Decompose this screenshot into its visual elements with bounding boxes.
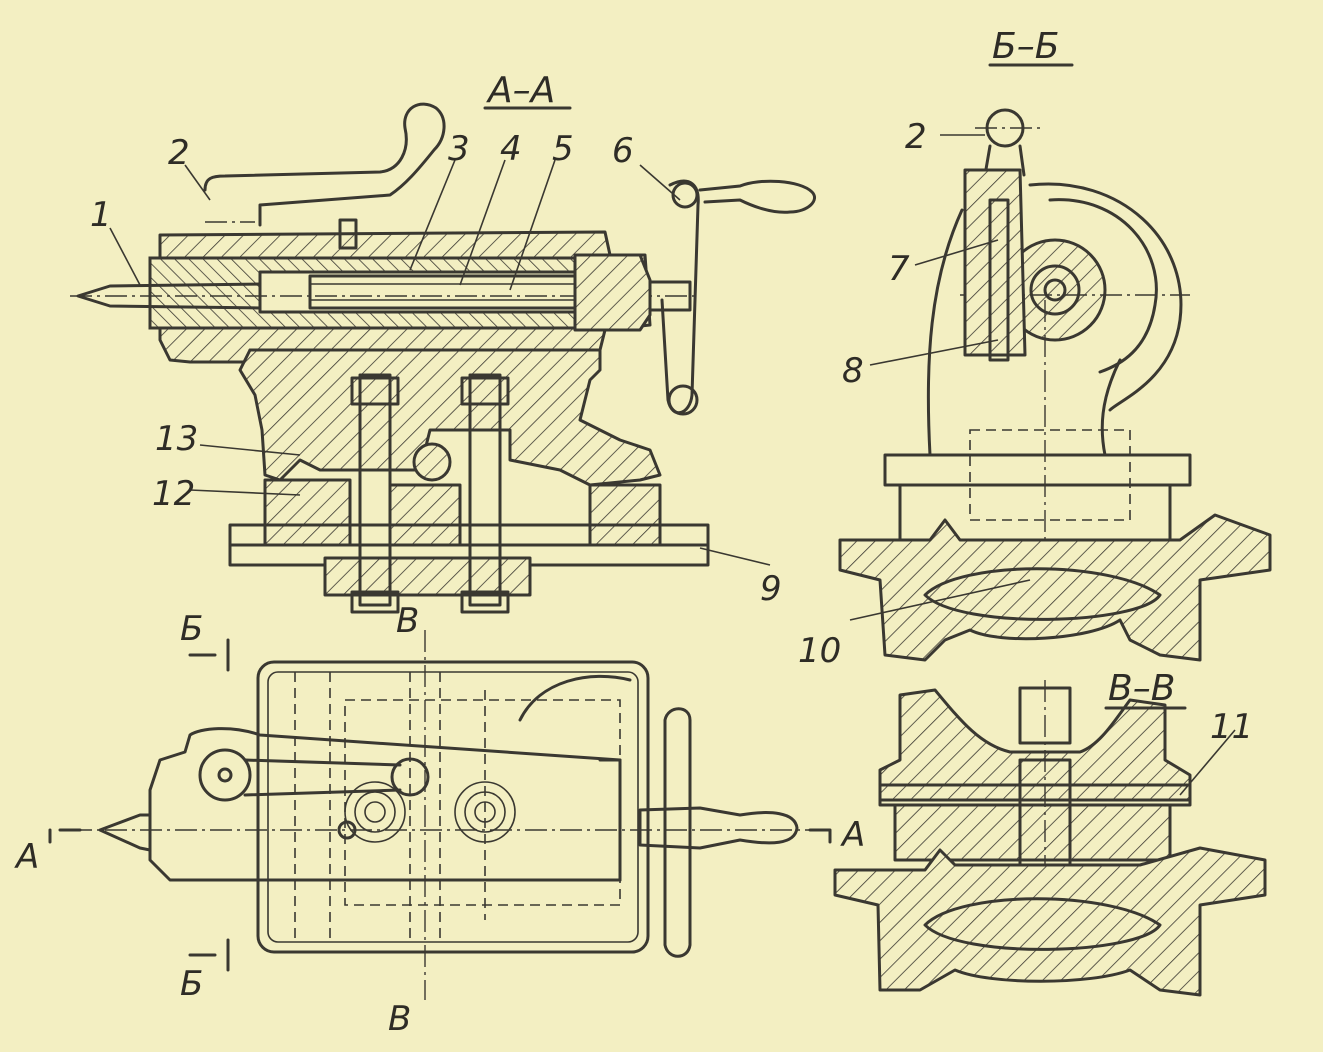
- part-label-9: 9: [760, 569, 782, 609]
- section-title-vv: В–В: [1108, 668, 1175, 709]
- part-label-12: 12: [152, 474, 195, 514]
- part-label-3: 3: [448, 129, 470, 169]
- part-label-10: 10: [798, 631, 841, 671]
- section-title-bb: Б–Б: [992, 26, 1059, 67]
- leader-lines: [109, 134, 1236, 796]
- view-section-bb: [838, 108, 1272, 662]
- part-label-2: 2: [168, 133, 190, 173]
- part-label-11: 11: [1210, 707, 1253, 747]
- part-label-7: 7: [888, 249, 910, 289]
- part-label-6: 6: [612, 131, 634, 171]
- part-label-13: 13: [155, 419, 198, 459]
- lever-handle: [203, 102, 446, 227]
- part-label-1: 1: [90, 195, 112, 235]
- part-label-8: 8: [842, 351, 864, 391]
- tailstock-lower-body: [238, 348, 662, 487]
- cut-mark-a-right: А: [840, 815, 865, 855]
- cut-mark-v-top: В: [396, 601, 419, 641]
- bed-casting: [838, 513, 1272, 662]
- cut-mark-a-left: А: [14, 837, 39, 877]
- view-section-vv: [833, 680, 1267, 997]
- cut-mark-v-bottom: В: [388, 999, 411, 1039]
- part-label-5: 5: [552, 129, 574, 169]
- part-label-2-bb: 2: [905, 117, 927, 157]
- section-title-aa: А–А: [486, 70, 555, 111]
- part-label-4: 4: [500, 129, 522, 169]
- view-plan: [48, 630, 832, 1000]
- annotations: А–А Б–Б В–В А А Б Б В В 1 2 3 4 5 6 9 12…: [14, 26, 1253, 1039]
- view-section-aa: [70, 102, 816, 614]
- cut-mark-b-top: Б: [180, 609, 203, 649]
- cut-mark-b-bottom: Б: [180, 964, 203, 1004]
